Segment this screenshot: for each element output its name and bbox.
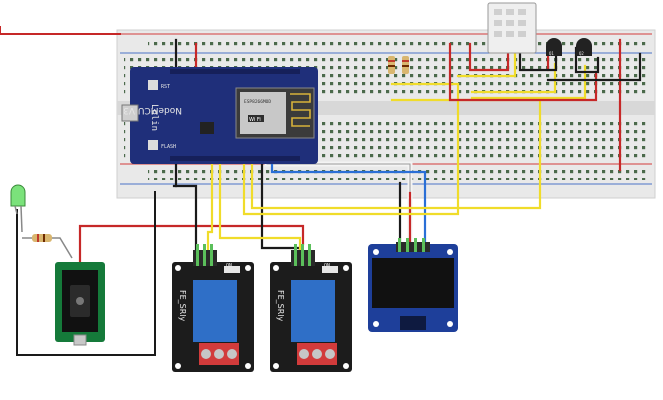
top-power-rail <box>148 38 648 50</box>
wifi-logo-block <box>248 115 264 122</box>
bottom-power-rail <box>148 168 648 180</box>
nodemcu-board: RST FLASH Lolin NodeMCU V3 ESP8266MOD Wi… <box>121 67 318 164</box>
relay-2-coil <box>291 280 335 342</box>
wire-red-left-rail <box>0 26 121 35</box>
relay-2-on-led <box>322 266 338 273</box>
wire-black-dht-gnd <box>518 46 558 72</box>
wire-red-dht-vcc <box>468 42 510 72</box>
relay-1-on-led <box>224 266 240 273</box>
module-model: ESP8266MOD <box>244 99 271 105</box>
usb-connector <box>121 104 139 122</box>
wire-blue-sda <box>270 158 427 246</box>
transistor-icon: Q1 Q2 <box>546 38 592 56</box>
flash-label: FLASH <box>161 144 176 150</box>
wire-black-relay1 <box>172 184 198 252</box>
board-name: NodeMCU V3 <box>123 105 182 115</box>
wire-yellow-q1 <box>470 62 557 94</box>
wire-red-sensor-vcc <box>448 42 598 102</box>
voltage-regulator <box>200 122 214 134</box>
relay-1-coil <box>193 280 237 342</box>
dht-sensor-icon <box>487 2 537 54</box>
oled-display-icon <box>368 238 458 332</box>
wire-yellow-relay1-in <box>206 158 214 252</box>
wire-black-ground <box>16 191 156 356</box>
led-resistor <box>22 234 73 259</box>
esp-shield <box>240 92 286 134</box>
wire-yellow-dht <box>242 82 460 216</box>
wire-yellow-dht-data <box>456 52 517 78</box>
relay-module-2: ON FE_SRly <box>270 244 352 372</box>
flash-button <box>148 140 158 150</box>
wire-red-jack <box>78 224 305 264</box>
relay-2-on-label: ON <box>324 263 330 269</box>
rst-label: RST <box>161 84 170 90</box>
rst-button <box>148 80 158 90</box>
header-pins-top <box>170 69 300 74</box>
wire-black-q2-gnd <box>574 46 600 74</box>
svg-text:Q2: Q2 <box>579 51 584 56</box>
wire-yellow-q2 <box>470 64 587 100</box>
relay-module-1: ON FE_SRly <box>172 244 254 372</box>
wire-yellow-relay2-in <box>218 158 302 252</box>
relay-2-label: FE_SRly <box>276 290 285 322</box>
antenna-trace <box>290 93 311 127</box>
relay-1-label: FE_SRly <box>178 290 187 322</box>
wire-black-q1-gnd <box>546 52 642 82</box>
board-brand: Lolin <box>149 104 159 131</box>
header-pins-bottom <box>170 156 300 161</box>
svg-text:Q1: Q1 <box>549 51 554 56</box>
module-brand: Wi Fi <box>249 117 261 123</box>
relay-1-on-label: ON <box>226 263 232 269</box>
resistor-icon <box>388 56 409 74</box>
dc-jack-icon <box>55 262 105 346</box>
led-icon <box>10 184 26 233</box>
